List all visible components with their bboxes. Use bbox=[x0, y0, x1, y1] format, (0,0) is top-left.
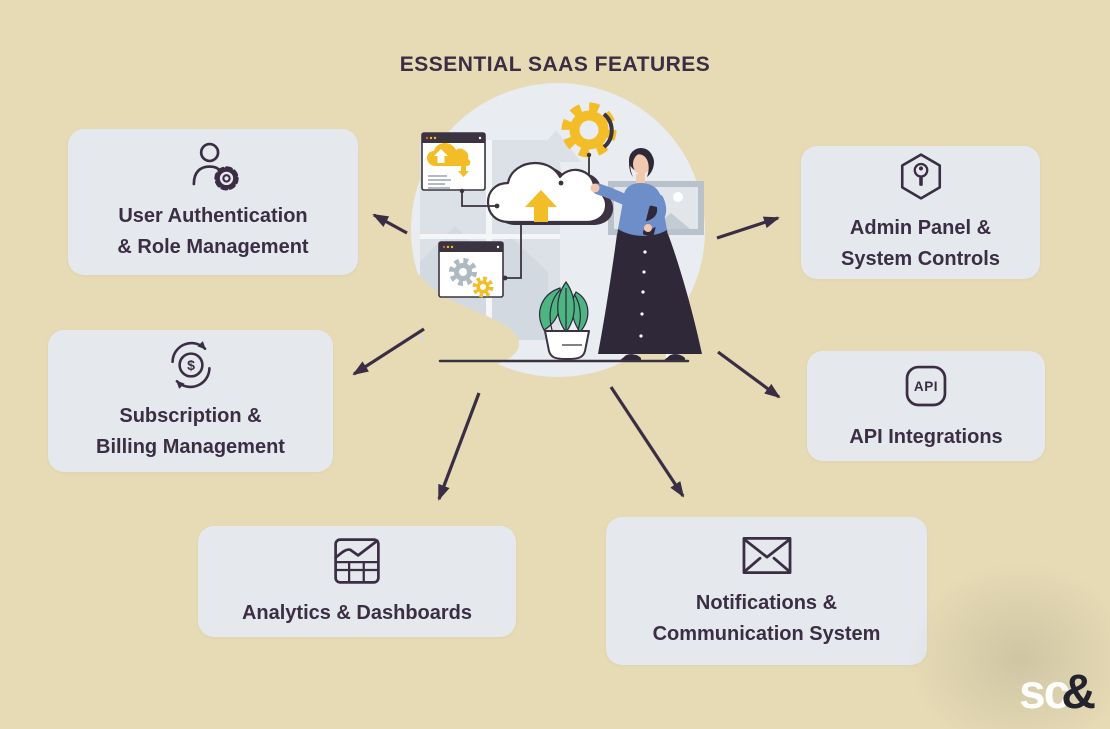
arrow-to-notifications bbox=[609, 386, 685, 498]
arrow-to-user-authentication bbox=[372, 213, 408, 235]
card-label: Subscription & Billing Management bbox=[96, 401, 285, 463]
card-analytics-dashboards: Analytics & Dashboards bbox=[198, 526, 516, 637]
analytics-chart-icon bbox=[334, 538, 380, 584]
hexagon-key-icon bbox=[900, 152, 941, 200]
api-glyph: API bbox=[914, 378, 938, 393]
scand-logo: sc& bbox=[1018, 666, 1096, 719]
card-label: API Integrations bbox=[849, 422, 1002, 453]
user-gear-icon bbox=[192, 142, 239, 191]
upload-arrow-icon bbox=[525, 190, 557, 222]
upload-cloud bbox=[486, 161, 614, 225]
corner-vignette bbox=[860, 519, 1110, 729]
woman-illustration bbox=[590, 148, 702, 361]
card-subscription-billing: $ Subscription & Billing Management bbox=[48, 330, 333, 472]
card-label-line: Billing Management bbox=[96, 436, 285, 458]
card-label: Notifications & Communication System bbox=[653, 588, 881, 650]
gear-icon bbox=[561, 102, 617, 158]
card-label: Admin Panel & System Controls bbox=[841, 213, 1000, 275]
browser-window-gears bbox=[438, 241, 508, 298]
card-label: Analytics & Dashboards bbox=[242, 598, 472, 629]
card-label-line: API Integrations bbox=[849, 425, 1003, 448]
browser-window-cloud-sync bbox=[421, 132, 486, 194]
picture-frame bbox=[608, 181, 704, 235]
api-badge-icon: API bbox=[905, 365, 947, 406]
beige-swirl bbox=[408, 262, 520, 367]
logo-text-sc: sc bbox=[1018, 666, 1070, 719]
card-label-line: Admin Panel & bbox=[849, 216, 992, 239]
arrow-to-analytics-dashboards bbox=[437, 392, 481, 501]
envelope-icon bbox=[742, 536, 791, 574]
card-label-line: Analytics & Dashboards bbox=[241, 602, 473, 624]
connector-line bbox=[461, 192, 495, 207]
window-frame bbox=[420, 140, 560, 340]
illustration-blob bbox=[411, 83, 705, 377]
card-label-line: Communication System bbox=[652, 622, 881, 645]
card-label-line: & Role Management bbox=[117, 236, 309, 258]
arrow-to-api-integrations bbox=[717, 350, 781, 399]
potted-plant bbox=[539, 280, 590, 360]
center-illustration bbox=[408, 83, 705, 377]
logo-text-ampersand: & bbox=[1061, 666, 1096, 719]
card-label-line: System Controls bbox=[841, 247, 1000, 270]
connector-line bbox=[563, 155, 590, 184]
arrow-to-admin-panel bbox=[716, 216, 780, 240]
card-api-integrations: API API Integrations bbox=[807, 351, 1045, 461]
arrow-to-subscription-billing bbox=[352, 327, 425, 376]
card-label-line: User Authentication bbox=[118, 205, 308, 227]
page-title: ESSENTIAL SAAS FEATURES bbox=[399, 53, 711, 76]
card-label-line: Subscription & bbox=[119, 405, 262, 427]
billing-cycle-icon: $ bbox=[170, 341, 211, 389]
connector-line bbox=[506, 223, 522, 279]
lamp-icon bbox=[529, 130, 581, 175]
card-user-authentication: User Authentication & Role Management bbox=[68, 129, 358, 275]
dollar-glyph: $ bbox=[187, 357, 195, 373]
card-label-line: Notifications & bbox=[695, 591, 838, 614]
card-notifications-communication: Notifications & Communication System bbox=[606, 517, 927, 665]
card-admin-panel: Admin Panel & System Controls bbox=[801, 146, 1040, 279]
card-label: User Authentication & Role Management bbox=[117, 201, 308, 263]
